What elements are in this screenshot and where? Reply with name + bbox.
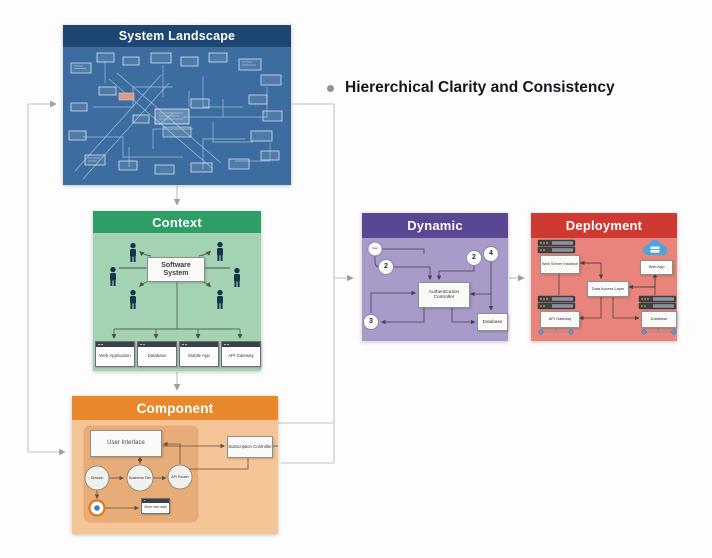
bullet-icon: [327, 84, 334, 92]
panel-component: Component: [72, 396, 278, 534]
server-icons: [537, 239, 677, 310]
business-tier-circle-label: Business Tier: [129, 475, 151, 480]
highlighted-node: [118, 92, 135, 101]
user-interface-box: User Interface: [90, 430, 162, 457]
api-router-circle-label: API Router: [171, 474, 189, 479]
authentication-controller-box: Authentication Controller: [418, 282, 470, 308]
context-node-mobile-app: Mobile App: [179, 341, 219, 367]
bullet-text: Hiererchical Clarity and Consistency: [345, 79, 615, 96]
deployment-title: Deployment: [531, 213, 677, 238]
web-app-box: Web App: [640, 260, 673, 275]
context-node-api-gateway: API Gateway: [221, 341, 261, 367]
web-server-instance-box: Web Server Instance: [540, 255, 580, 274]
blueprint-network-graphic: [68, 52, 283, 180]
context-node-database: Database: [137, 341, 177, 367]
dynamic-diagram-graphic: [363, 241, 499, 330]
dynamic-title: Dynamic: [362, 213, 508, 238]
component-title: Component: [72, 396, 278, 420]
deployment-api-gateway-box: API Gateway: [540, 311, 580, 328]
cloud-icon: [643, 240, 667, 255]
data-access-layer-box: Data Access Layer: [587, 281, 629, 297]
window-chrome-bar: [142, 499, 169, 503]
window-chrome-bar: [180, 342, 218, 347]
panel-system-landscape: System Landscape: [63, 25, 291, 185]
subscription-controller-box: Subscription Controller: [227, 436, 273, 458]
deployment-database-box: Database: [641, 311, 677, 328]
step-2b-circle: 2: [472, 254, 476, 262]
person-icons: [110, 241, 240, 309]
context-node-web-application: Web Application: [95, 341, 135, 367]
context-title: Context: [93, 211, 261, 233]
step-4-circle: 4: [489, 250, 493, 258]
step-3-circle: 3: [369, 318, 373, 326]
system-landscape-title: System Landscape: [63, 25, 291, 47]
software-system-box: Software System: [147, 257, 205, 282]
bullet-item: Hiererchical Clarity and Consistency: [327, 79, 615, 97]
step-2-circle: 2: [384, 263, 388, 271]
context-diagram-graphic: [110, 241, 243, 339]
store-user-data-box: Store user data: [141, 498, 170, 514]
deployment-diagram-graphic: [537, 239, 677, 335]
window-chrome-bar: [96, 342, 134, 347]
network-node-dots: [538, 326, 677, 335]
window-chrome-bar: [138, 342, 176, 347]
dynamic-database-box: Database: [477, 313, 508, 331]
panel-dynamic: Dynamic: [362, 213, 508, 341]
panel-context: Context: [93, 211, 261, 371]
window-chrome-bar: [222, 342, 260, 347]
user-step-circle-label: User: [371, 246, 379, 251]
panel-deployment: Deployment: [531, 213, 677, 341]
session-circle-label: Session: [90, 475, 104, 480]
